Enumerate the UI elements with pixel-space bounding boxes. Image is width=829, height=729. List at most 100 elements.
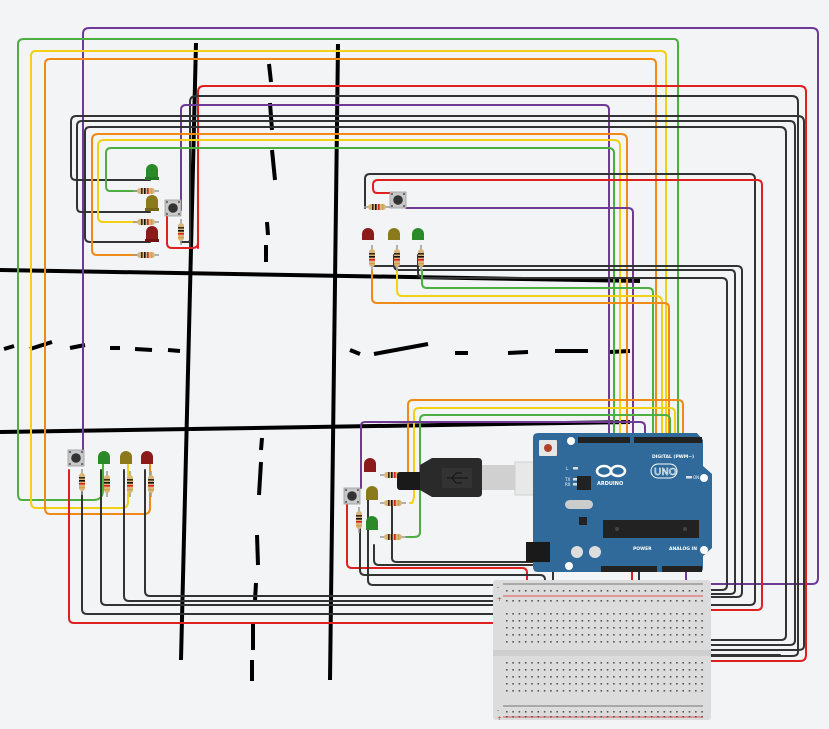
- wire-yellow-outer[interactable]: [30, 50, 667, 567]
- breadboard-hole: [562, 634, 565, 636]
- pushbutton[interactable]: [67, 449, 85, 467]
- breadboard-hole: [650, 669, 653, 671]
- breadboard-hole: [688, 690, 691, 692]
- breadboard-hole: [669, 590, 672, 592]
- resistor[interactable]: [369, 245, 375, 271]
- wire-orange-nw[interactable]: [91, 133, 628, 434]
- breadboard-hole: [531, 600, 533, 602]
- wire-orange-ne[interactable]: [371, 269, 670, 567]
- breadboard-hole: [531, 634, 533, 636]
- breadboard-hole: [606, 669, 609, 671]
- wire-yellow-ne[interactable]: [396, 269, 663, 567]
- wire-red-se-button[interactable]: [346, 504, 528, 593]
- breadboard-hole: [657, 662, 659, 664]
- breadboard-hole: [543, 620, 546, 622]
- breadboard-hole: [556, 641, 558, 643]
- road-markings: [0, 42, 641, 681]
- led-green[interactable]: [145, 164, 159, 180]
- breadboard-hole: [518, 711, 521, 713]
- breadboard-hole: [600, 634, 603, 636]
- digital-header-2[interactable]: [634, 437, 702, 443]
- reset-button[interactable]: [539, 440, 557, 456]
- breadboard-hole: [606, 711, 609, 713]
- usb-cable[interactable]: [397, 458, 536, 497]
- breadboard-hole: [632, 590, 634, 592]
- wire-black-ne-3[interactable]: [417, 254, 728, 591]
- breadboard-hole: [518, 627, 521, 629]
- wire-purple-se-button[interactable]: [360, 421, 646, 489]
- breadboard-hole: [701, 716, 703, 718]
- resistor[interactable]: [363, 203, 391, 211]
- resistor[interactable]: [379, 499, 407, 507]
- resistor[interactable]: [79, 469, 85, 495]
- breadboard-hole: [543, 600, 546, 602]
- pushbutton[interactable]: [389, 191, 407, 209]
- wire-black-ne-2[interactable]: [393, 254, 736, 595]
- breadboard-hole: [587, 662, 590, 664]
- led-yellow[interactable]: [366, 486, 378, 500]
- breadboard-hole: [606, 683, 609, 685]
- wire-purple-nw-button[interactable]: [180, 104, 610, 434]
- wire-green-ne[interactable]: [421, 269, 654, 434]
- power-header[interactable]: [601, 566, 657, 572]
- resistor[interactable]: [356, 507, 362, 533]
- wire-yellow-se[interactable]: [409, 407, 676, 504]
- breadboard-hole: [644, 683, 647, 685]
- pushbutton[interactable]: [343, 487, 361, 505]
- analog-header[interactable]: [662, 566, 702, 572]
- led-yellow[interactable]: [120, 451, 132, 464]
- wire-red-nw-button[interactable]: [166, 214, 199, 249]
- analog-label: ANALOG IN: [669, 546, 697, 552]
- breadboard-hole: [682, 676, 684, 678]
- breadboard-hole: [644, 627, 647, 629]
- wire-green-outer[interactable]: [17, 38, 679, 567]
- breadboard[interactable]: - + - +: [493, 580, 711, 722]
- breadboard-hole: [701, 662, 703, 664]
- resistor[interactable]: [132, 218, 160, 226]
- resistor[interactable]: [132, 187, 160, 195]
- resistor[interactable]: [104, 471, 110, 497]
- arduino-logo-icon: [595, 464, 627, 478]
- breadboard-hole: [695, 590, 697, 592]
- wire-black-nw-button[interactable]: [180, 239, 191, 243]
- breadboard-hole: [625, 669, 628, 671]
- breadboard-hole: [663, 662, 666, 664]
- resistor[interactable]: [379, 533, 407, 541]
- breadboard-hole: [625, 683, 628, 685]
- breadboard-hole: [606, 690, 609, 692]
- breadboard-hole: [625, 600, 628, 602]
- breadboard-hole: [613, 590, 615, 592]
- breadboard-hole: [613, 627, 615, 629]
- resistor[interactable]: [148, 471, 154, 497]
- wire-yellow-nw[interactable]: [97, 139, 621, 434]
- rail-label-minus: -: [497, 584, 499, 591]
- power-jack[interactable]: [526, 542, 550, 562]
- led-green[interactable]: [366, 516, 378, 530]
- led-green[interactable]: [412, 228, 424, 240]
- led-red[interactable]: [141, 451, 153, 464]
- led-yellow[interactable]: [145, 195, 159, 211]
- breadboard-hole: [518, 620, 521, 622]
- arduino-uno[interactable]: DIGITAL (PWM~) ARDUINO UNO L TX RX ON PO…: [526, 433, 712, 572]
- wire-green-nw[interactable]: [105, 147, 615, 434]
- led-red[interactable]: [364, 458, 376, 472]
- breadboard-hole: [524, 641, 527, 643]
- led-green[interactable]: [98, 451, 110, 464]
- led-yellow[interactable]: [388, 228, 400, 240]
- pushbutton[interactable]: [164, 199, 182, 217]
- wire-orange-outer[interactable]: [44, 58, 657, 567]
- breadboard-hole: [688, 683, 691, 685]
- led-red[interactable]: [362, 228, 374, 240]
- breadboard-hole: [606, 620, 609, 622]
- breadboard-hole: [524, 600, 527, 602]
- wire-black-se-1[interactable]: [359, 527, 546, 593]
- digital-header-1[interactable]: [578, 437, 630, 443]
- resistor[interactable]: [132, 251, 160, 259]
- wire-green-se[interactable]: [405, 414, 671, 538]
- led-red[interactable]: [145, 226, 159, 242]
- breadboard-hole: [682, 669, 684, 671]
- wire-purple-ne-button[interactable]: [405, 207, 634, 434]
- breadboard-hole: [688, 627, 691, 629]
- breadboard-hole: [695, 716, 697, 718]
